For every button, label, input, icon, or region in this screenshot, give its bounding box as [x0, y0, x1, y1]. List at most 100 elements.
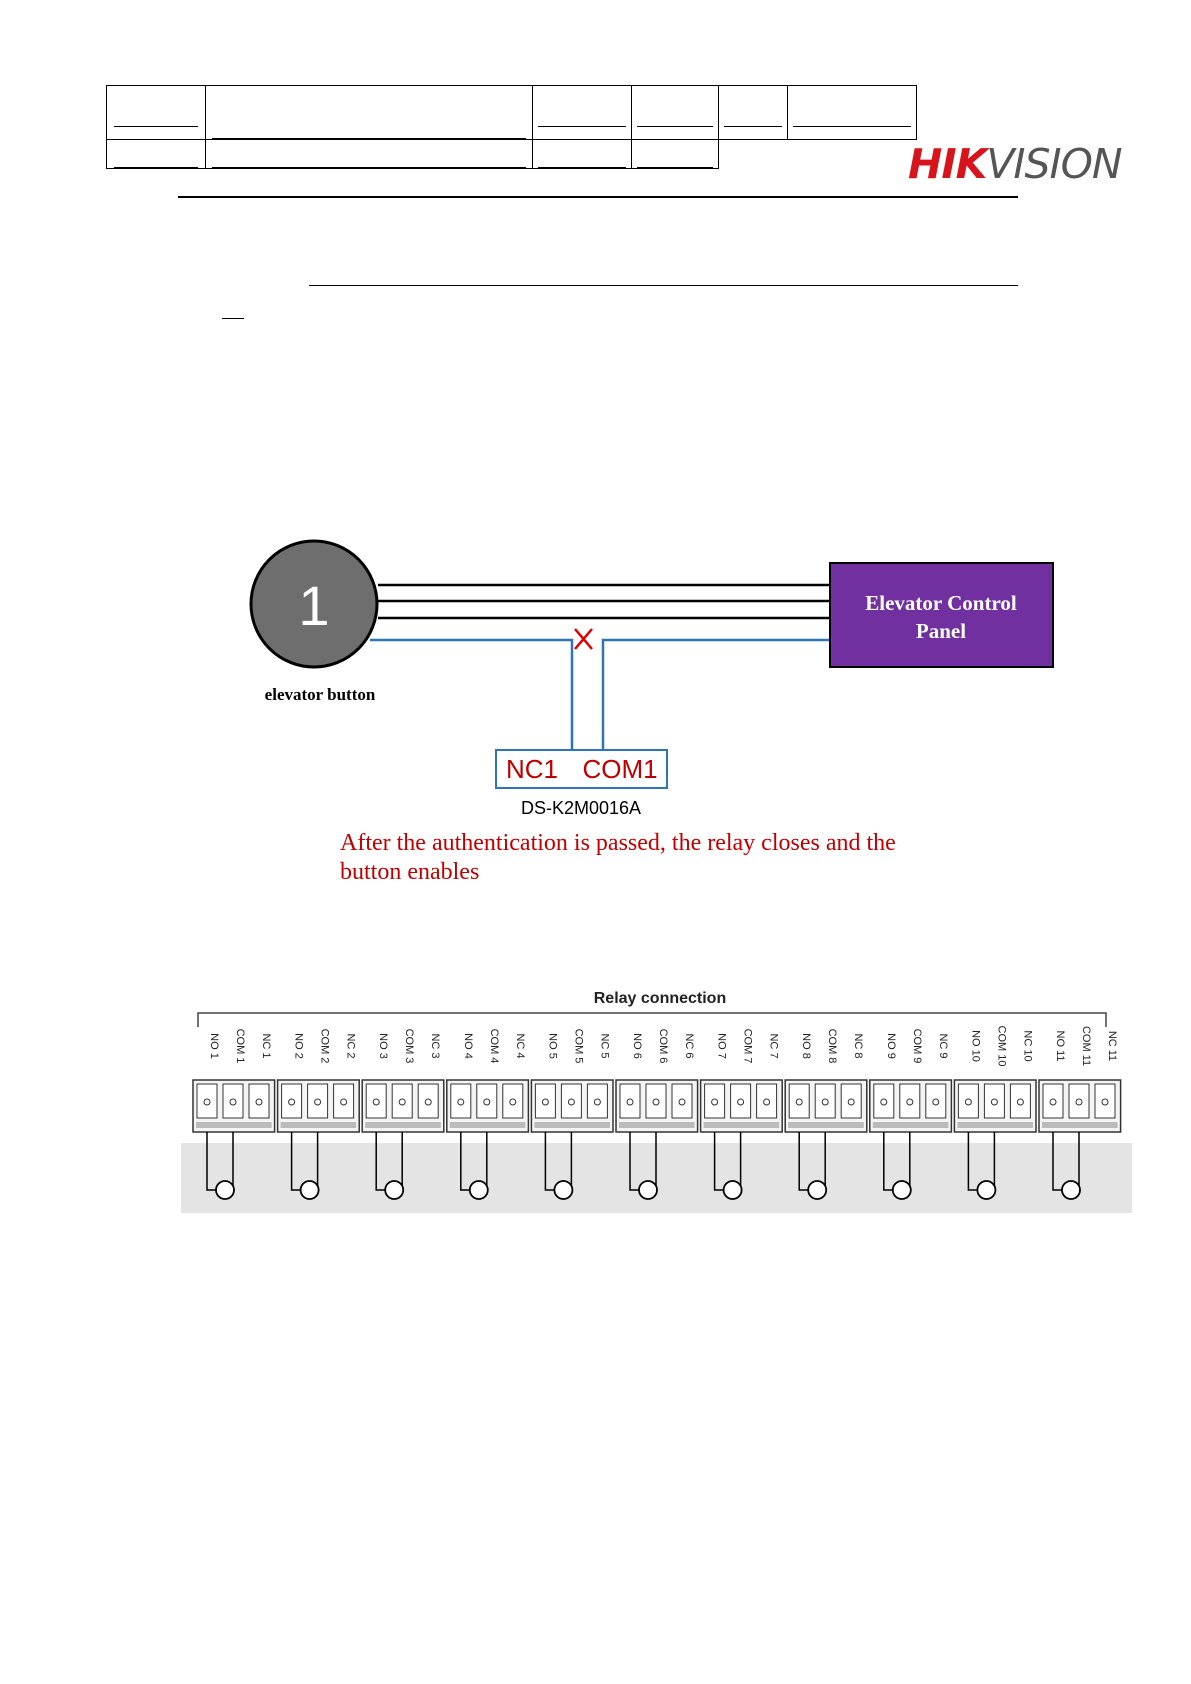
- relay-terminal-label: COM 6: [657, 1029, 669, 1064]
- terminal-screw: [1049, 1098, 1057, 1106]
- lamp-icon: [976, 1180, 997, 1200]
- terminal-slot: [788, 1083, 810, 1119]
- terminal-screw: [626, 1098, 634, 1106]
- field-underline: [637, 167, 713, 168]
- lamp-icon: [807, 1180, 828, 1200]
- terminal-slot: [730, 1083, 752, 1119]
- break-cross: [574, 628, 593, 650]
- lamp-icon: [1061, 1180, 1081, 1200]
- lamp-icon: [468, 1180, 489, 1200]
- relay-terminal-label: COM 3: [403, 1029, 415, 1064]
- lamp-icon: [215, 1180, 235, 1200]
- terminal-screw: [652, 1098, 660, 1106]
- terminal-slot: [196, 1083, 218, 1119]
- terminal-screw: [763, 1098, 771, 1106]
- terminal-screw: [593, 1098, 601, 1106]
- relay-wire: [206, 1132, 217, 1191]
- nc-label: NC1: [506, 754, 558, 784]
- terminal-slot: [925, 1083, 947, 1119]
- terminal-slot: [560, 1083, 582, 1119]
- terminal-screw: [541, 1098, 549, 1106]
- lamp-icon: [384, 1180, 405, 1200]
- relay-terminal-label: NO 2: [293, 1033, 305, 1059]
- terminal-screw: [457, 1098, 465, 1106]
- relay-terminal-label: COM 10: [995, 1026, 1007, 1067]
- relay-wire: [967, 1132, 979, 1191]
- terminal-slot: [586, 1083, 608, 1119]
- header-cell: [631, 139, 719, 169]
- relay-terminal-label: COM 11: [1080, 1026, 1092, 1066]
- terminal-slot: [534, 1083, 556, 1119]
- relay-terminal-label: NO 11: [1054, 1031, 1066, 1062]
- terminal-slot: [983, 1083, 1005, 1119]
- relay-bracket: [197, 1012, 1107, 1027]
- terminal-slot: [476, 1083, 498, 1119]
- terminal-screw: [288, 1098, 296, 1106]
- terminal-screw: [372, 1098, 380, 1106]
- field-underline: [538, 126, 626, 127]
- terminal-screw: [678, 1098, 686, 1106]
- relay-block-strip: [619, 1122, 695, 1128]
- relay-wire: [629, 1132, 640, 1191]
- terminal-slot: [391, 1083, 413, 1119]
- relay-wire: [798, 1132, 810, 1191]
- terminal-screw: [424, 1098, 432, 1106]
- relay-terminal-label: COM 5: [572, 1029, 584, 1064]
- terminal-screw: [255, 1098, 263, 1106]
- terminal-screw: [229, 1098, 237, 1106]
- field-underline: [114, 167, 198, 168]
- relay-terminal-label: COM 8: [826, 1029, 838, 1064]
- relay-block-strip: [703, 1122, 780, 1128]
- relay-terminal-label: NO 1: [208, 1033, 220, 1059]
- field-underline: [538, 167, 626, 168]
- terminal-screw: [314, 1098, 322, 1106]
- relay-terminal-label: NC 4: [514, 1033, 526, 1058]
- field-underline: [212, 167, 526, 168]
- field-underline: [724, 126, 782, 127]
- terminal-screw: [509, 1098, 517, 1106]
- terminal-screw: [711, 1098, 719, 1106]
- relay-terminal-label: COM 7: [742, 1029, 754, 1064]
- field-underline: [114, 126, 198, 127]
- terminal-screw: [821, 1098, 829, 1106]
- terminal-screw: [340, 1098, 348, 1106]
- terminal-screw: [990, 1098, 998, 1106]
- terminal-slot: [957, 1083, 979, 1119]
- relay-wire: [544, 1132, 556, 1191]
- relay-terminal-label: NC 9: [937, 1033, 949, 1058]
- relay-terminal-label: NC 7: [768, 1033, 780, 1058]
- terminal-slot: [1094, 1083, 1116, 1119]
- terminal-screw: [483, 1098, 491, 1106]
- terminal-slot: [1042, 1083, 1064, 1119]
- short-underline: [222, 318, 244, 319]
- relay-terminal-label: NC 3: [429, 1033, 441, 1058]
- lamp-icon: [553, 1180, 574, 1200]
- terminal-slot: [365, 1083, 387, 1119]
- relay-terminal-label: NC 10: [1021, 1030, 1033, 1061]
- terminal-slot: [873, 1083, 895, 1119]
- relay-block-strip: [280, 1122, 357, 1128]
- terminal-slot: [450, 1083, 472, 1119]
- field-underline: [793, 126, 911, 127]
- relay-block-strip: [872, 1122, 949, 1128]
- hikvision-logo: HIKVISION: [908, 140, 1123, 188]
- button-label: elevator button: [265, 685, 376, 704]
- relay-terminal-label: NO 9: [885, 1033, 897, 1059]
- lamp-icon: [299, 1180, 320, 1200]
- terminal-slot: [307, 1083, 329, 1119]
- relay-terminal-label: NO 7: [716, 1033, 728, 1059]
- terminal-screw: [567, 1098, 575, 1106]
- terminal-screw: [880, 1098, 888, 1106]
- relay-block-strip: [196, 1122, 272, 1128]
- device-label: DS-K2M0016A: [521, 798, 641, 818]
- terminal-screw: [906, 1098, 914, 1106]
- relay-terminal-label: NO 4: [462, 1033, 474, 1059]
- terminal-slot: [1068, 1083, 1090, 1119]
- terminal-screw: [932, 1098, 940, 1106]
- panel-label-line1: Elevator Control: [865, 591, 1017, 615]
- terminal-slot: [619, 1083, 641, 1119]
- relay-terminal-label: NC 11: [1106, 1031, 1118, 1061]
- relay-wire: [713, 1132, 725, 1191]
